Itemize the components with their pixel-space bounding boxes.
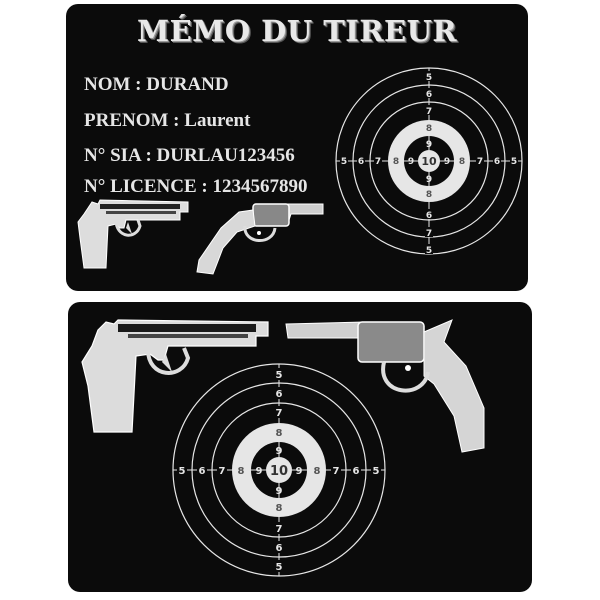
svg-text:9: 9 bbox=[276, 446, 283, 457]
svg-text:9: 9 bbox=[444, 157, 450, 167]
svg-text:9: 9 bbox=[426, 175, 432, 185]
svg-text:5: 5 bbox=[276, 370, 283, 381]
field-prenom: PRENOM : Laurent bbox=[84, 110, 250, 132]
pistol-icon bbox=[78, 316, 273, 446]
field-nom: NOM : DURAND bbox=[84, 74, 229, 96]
svg-text:5: 5 bbox=[426, 246, 432, 256]
field-value: Laurent bbox=[184, 110, 251, 131]
svg-text:6: 6 bbox=[276, 389, 283, 400]
field-label: N° LICENCE : bbox=[84, 176, 213, 197]
shooting-target: 5 6 7 7 6 5 5 6 7 7 6 5 8 8 8 8 bbox=[168, 360, 390, 580]
svg-text:8: 8 bbox=[276, 428, 283, 439]
field-label: PRENOM : bbox=[84, 110, 185, 131]
pistol-icon bbox=[76, 198, 191, 283]
svg-text:9: 9 bbox=[256, 466, 263, 477]
card-title: MÉMO DU TIREUR bbox=[137, 14, 457, 48]
field-label: NOM : bbox=[84, 74, 147, 95]
field-label: N° SIA : bbox=[84, 145, 157, 166]
field-licence: N° LICENCE : 1234567890 bbox=[84, 176, 307, 198]
svg-text:5: 5 bbox=[179, 466, 186, 477]
svg-text:8: 8 bbox=[393, 157, 399, 167]
svg-text:9: 9 bbox=[426, 140, 432, 150]
shooting-target: 5 6 7 7 5 6 5 6 7 7 6 5 8 8 8 8 bbox=[334, 64, 524, 257]
svg-text:7: 7 bbox=[426, 229, 432, 239]
svg-text:5: 5 bbox=[426, 73, 432, 83]
field-sia: N° SIA : DURLAU123456 bbox=[84, 145, 295, 167]
svg-text:6: 6 bbox=[426, 211, 432, 221]
revolver-icon bbox=[284, 316, 499, 461]
card-back: 5 6 7 7 6 5 5 6 7 7 6 5 8 8 8 8 bbox=[68, 302, 532, 592]
svg-text:5: 5 bbox=[341, 157, 347, 167]
svg-text:10: 10 bbox=[270, 464, 288, 479]
svg-text:5: 5 bbox=[276, 562, 283, 573]
svg-text:7: 7 bbox=[276, 524, 283, 535]
svg-text:8: 8 bbox=[314, 466, 321, 477]
svg-text:7: 7 bbox=[426, 107, 432, 117]
svg-text:8: 8 bbox=[459, 157, 465, 167]
svg-text:5: 5 bbox=[511, 157, 517, 167]
svg-text:10: 10 bbox=[421, 155, 437, 168]
svg-text:6: 6 bbox=[358, 157, 364, 167]
svg-text:6: 6 bbox=[426, 90, 432, 100]
svg-text:7: 7 bbox=[477, 157, 483, 167]
svg-text:8: 8 bbox=[276, 503, 283, 514]
svg-text:8: 8 bbox=[238, 466, 245, 477]
card-front: MÉMO DU TIREUR NOM : DURAND PRENOM : Lau… bbox=[66, 4, 528, 291]
svg-text:5: 5 bbox=[373, 466, 380, 477]
svg-text:7: 7 bbox=[333, 466, 340, 477]
svg-text:6: 6 bbox=[199, 466, 206, 477]
revolver-icon bbox=[193, 198, 328, 283]
svg-text:6: 6 bbox=[276, 543, 283, 554]
svg-text:7: 7 bbox=[375, 157, 381, 167]
svg-text:9: 9 bbox=[296, 466, 303, 477]
svg-text:7: 7 bbox=[276, 408, 283, 419]
field-value: 1234567890 bbox=[212, 176, 308, 197]
field-value: DURAND bbox=[146, 74, 229, 95]
svg-text:6: 6 bbox=[494, 157, 500, 167]
svg-text:9: 9 bbox=[408, 157, 414, 167]
svg-text:8: 8 bbox=[426, 190, 432, 200]
svg-text:8: 8 bbox=[426, 124, 432, 134]
field-value: DURLAU123456 bbox=[156, 145, 295, 166]
svg-text:6: 6 bbox=[353, 466, 360, 477]
svg-text:9: 9 bbox=[276, 486, 283, 497]
svg-text:7: 7 bbox=[219, 466, 226, 477]
